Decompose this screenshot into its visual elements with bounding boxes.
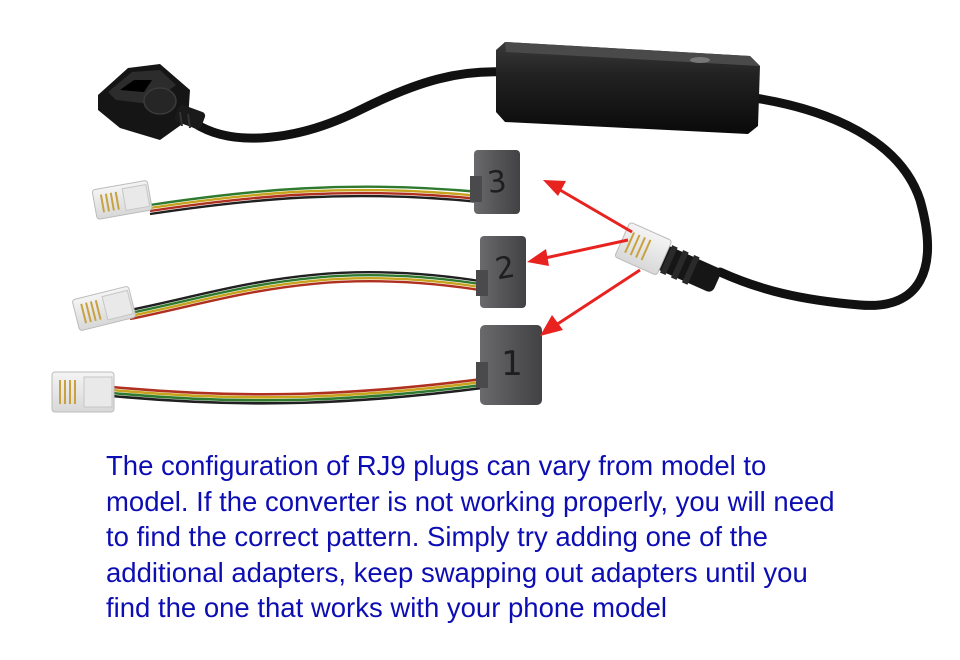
- adapter-1: 1: [476, 325, 542, 405]
- caption-text: The configuration of RJ9 plugs can vary …: [106, 448, 926, 626]
- caption-line-5: find the one that works with your phone …: [106, 592, 668, 623]
- converter-box-icon: [496, 42, 760, 134]
- adapter-3-label: 3: [486, 164, 509, 201]
- adapter-cable-2: [129, 270, 487, 321]
- adapter-2: 2: [476, 236, 526, 308]
- red-arrow-icon: [527, 180, 641, 336]
- main-cable: [185, 67, 932, 310]
- caption-line-1: The configuration of RJ9 plugs can vary …: [106, 450, 767, 481]
- main-rj-plug: [615, 222, 721, 292]
- usb-female-connector-icon: [98, 64, 206, 140]
- caption-line-4: additional adapters, keep swapping out a…: [106, 556, 808, 588]
- adapter-1-label: 1: [501, 344, 523, 384]
- adapter-cable-3: [149, 185, 481, 216]
- adapter-3: 3: [470, 150, 520, 214]
- product-photo: 3 2 1: [51, 42, 932, 413]
- caption-line-2: model. If the converter is not working p…: [106, 485, 835, 517]
- caption-line-3: to find the correct pattern. Simply try …: [106, 521, 768, 552]
- rj-plug-icon: [51, 180, 153, 413]
- adapter-cable-1: [111, 376, 491, 405]
